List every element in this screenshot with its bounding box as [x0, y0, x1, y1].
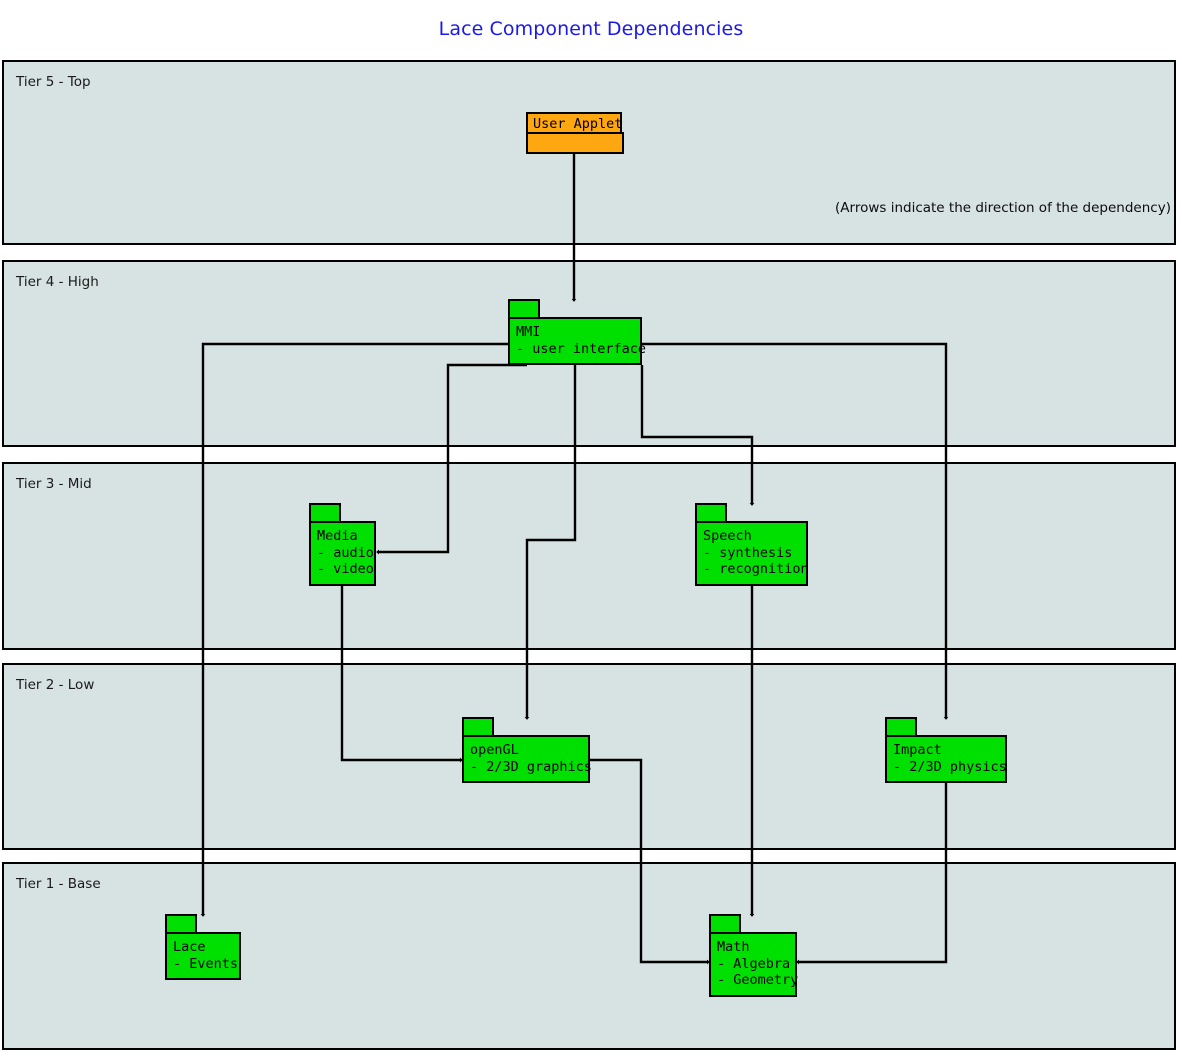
component-math[interactable]: Math- Algebra- Geometry — [709, 914, 799, 997]
component-speech-item: - synthesis — [703, 544, 793, 561]
component-impact[interactable]: Impact- 2/3D physics — [885, 717, 1007, 783]
component-lace-name: Lace — [173, 939, 206, 955]
component-media-item: - audio — [317, 544, 374, 561]
tier-label-tier4: Tier 4 - High — [16, 274, 99, 290]
component-impact-body: Impact- 2/3D physics — [885, 735, 1007, 783]
legend-note: (Arrows indicate the direction of the de… — [835, 200, 1171, 216]
component-impact-item: - 2/3D physics — [893, 758, 1007, 775]
tier-label-tier1: Tier 1 - Base — [16, 876, 101, 892]
component-user-applet[interactable]: User Applet — [526, 112, 624, 154]
component-user-applet-name: User Applet — [533, 116, 623, 132]
component-mmi-name: MMI — [516, 324, 541, 340]
tier-label-tier3: Tier 3 - Mid — [16, 476, 92, 492]
tier-band-tier3 — [2, 462, 1176, 650]
component-impact-name: Impact — [893, 742, 942, 758]
component-user-applet-name-box: User Applet — [526, 112, 622, 134]
component-opengl-body: openGL- 2/3D graphics — [462, 735, 592, 783]
component-lace-item: - Events — [173, 955, 239, 972]
component-lace[interactable]: Lace- Events — [165, 914, 241, 980]
component-math-name: Math — [717, 939, 750, 955]
tier-label-tier2: Tier 2 - Low — [16, 677, 95, 693]
page-title: Lace Component Dependencies — [438, 18, 744, 40]
component-math-body: Math- Algebra- Geometry — [709, 932, 799, 997]
component-media-name: Media — [317, 528, 358, 544]
component-speech-name: Speech — [703, 528, 752, 544]
component-media[interactable]: Media- audio- video — [309, 503, 376, 586]
component-opengl[interactable]: openGL- 2/3D graphics — [462, 717, 592, 783]
tier-label-tier5: Tier 5 - Top — [16, 74, 91, 90]
component-mmi-item: - user interface — [516, 340, 647, 357]
component-opengl-item: - 2/3D graphics — [470, 758, 592, 775]
component-lace-body: Lace- Events — [165, 932, 241, 980]
component-media-item: - video — [317, 561, 374, 577]
component-speech-item: - recognition — [703, 561, 809, 577]
component-mmi-body: MMI- user interface — [508, 317, 647, 365]
component-math-item: - Geometry — [717, 972, 799, 988]
component-opengl-name: openGL — [470, 742, 519, 758]
component-speech[interactable]: Speech- synthesis- recognition — [695, 503, 809, 586]
component-media-body: Media- audio- video — [309, 521, 376, 586]
component-mmi[interactable]: MMI- user interface — [508, 299, 647, 365]
component-user-applet-body — [526, 132, 624, 154]
component-speech-body: Speech- synthesis- recognition — [695, 521, 809, 586]
component-math-item: - Algebra — [717, 955, 791, 972]
